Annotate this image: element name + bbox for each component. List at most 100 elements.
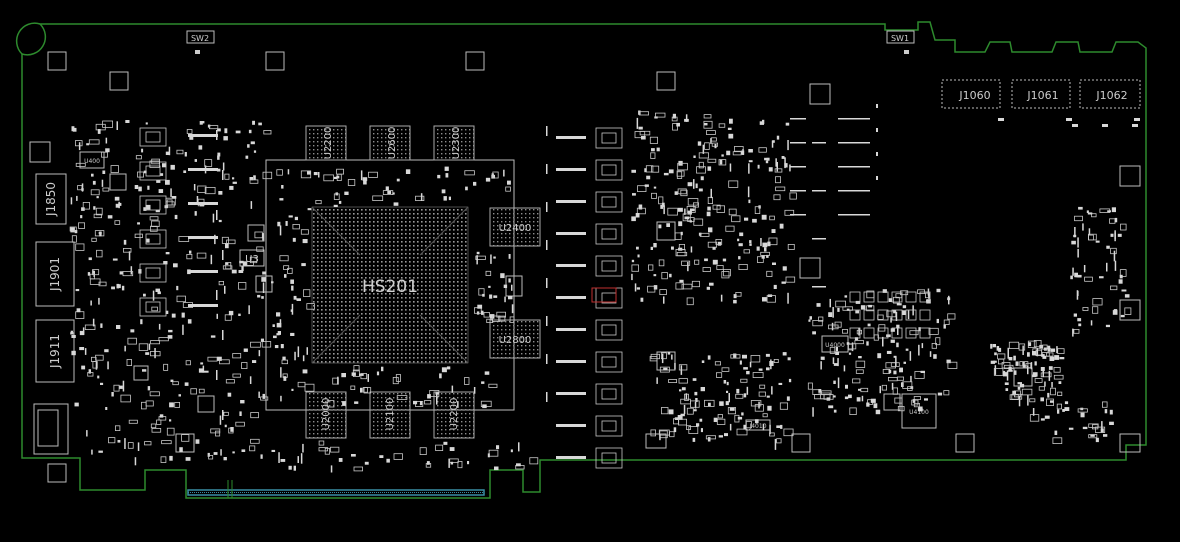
smd-part xyxy=(249,177,253,181)
smd-part xyxy=(743,393,747,398)
smd-part xyxy=(1013,370,1017,375)
smd-part xyxy=(392,376,399,385)
smd-part xyxy=(134,185,139,189)
smd-part xyxy=(225,243,229,249)
smd-part xyxy=(886,350,892,354)
smd-part xyxy=(344,191,349,195)
smd-part xyxy=(225,262,229,265)
smd-part xyxy=(143,293,146,297)
smd-part xyxy=(595,319,623,341)
smd-part xyxy=(482,293,485,297)
memory-top-label-3: U2300 xyxy=(451,127,462,160)
smd-part xyxy=(1134,118,1140,121)
smd-part xyxy=(1029,414,1040,422)
smd-part xyxy=(194,159,197,162)
smd-part xyxy=(601,132,617,144)
smd-part xyxy=(855,369,864,374)
smd-part xyxy=(122,271,134,277)
smd-part xyxy=(919,309,931,321)
smd-part xyxy=(595,255,623,277)
smd-part xyxy=(79,347,85,351)
smd-part xyxy=(69,226,77,232)
smd-part xyxy=(894,397,903,404)
smd-part xyxy=(638,126,643,130)
smd-part xyxy=(890,339,895,343)
smd-part xyxy=(104,349,109,353)
smd-part xyxy=(137,222,140,225)
smd-part xyxy=(678,247,683,251)
smd-part xyxy=(546,202,548,212)
smd-part xyxy=(1082,307,1089,311)
smd-part xyxy=(640,297,644,302)
smd-part xyxy=(1075,275,1081,278)
smd-part xyxy=(773,358,779,363)
smd-part xyxy=(690,246,693,253)
smd-part xyxy=(124,345,126,352)
smd-part xyxy=(1120,314,1125,318)
smd-part xyxy=(812,142,826,144)
smd-part xyxy=(650,152,656,159)
smd-part xyxy=(217,152,221,157)
smd-part xyxy=(189,137,194,140)
smd-part xyxy=(655,112,666,118)
smd-part xyxy=(912,399,916,403)
smd-part xyxy=(188,236,218,239)
smd-part xyxy=(844,396,849,400)
smd-part xyxy=(336,175,340,179)
smd-part xyxy=(165,252,170,255)
smd-part xyxy=(947,297,951,301)
smd-part xyxy=(1062,409,1065,412)
smd-part xyxy=(149,225,158,232)
smd-part xyxy=(766,367,770,371)
output-connector-label-3: J1062 xyxy=(1095,89,1127,102)
smd-part xyxy=(145,233,161,245)
smd-part xyxy=(145,199,161,211)
smd-part xyxy=(77,185,83,191)
smd-part xyxy=(1040,418,1045,421)
smd-part xyxy=(413,400,418,405)
smd-part xyxy=(1073,234,1077,238)
smd-part xyxy=(1088,233,1097,241)
smd-part xyxy=(681,260,691,266)
smd-part xyxy=(729,118,733,124)
smd-part xyxy=(280,344,284,349)
smd-part xyxy=(207,356,218,362)
smd-part xyxy=(99,231,102,237)
smd-part xyxy=(174,401,180,408)
smd-part xyxy=(79,330,85,336)
smd-part xyxy=(241,449,246,452)
smd-part xyxy=(736,428,748,436)
corner-notch-icon xyxy=(15,22,41,55)
smd-part xyxy=(166,427,175,436)
smd-part xyxy=(1124,294,1130,298)
smd-part xyxy=(457,460,463,469)
smd-part xyxy=(729,407,735,411)
smd-part xyxy=(92,269,100,276)
smd-part xyxy=(70,227,75,233)
smd-part xyxy=(762,413,768,418)
smd-part xyxy=(1018,343,1026,351)
smd-part xyxy=(80,215,83,219)
smd-part xyxy=(828,312,833,317)
smd-part xyxy=(710,188,712,199)
smd-part xyxy=(181,434,190,442)
smd-part xyxy=(749,361,752,368)
smd-part xyxy=(139,229,167,249)
smd-part xyxy=(890,317,892,323)
smd-part xyxy=(301,263,306,267)
smd-part xyxy=(504,296,506,303)
smd-part xyxy=(1006,370,1009,381)
smd-part xyxy=(892,387,898,395)
smd-part xyxy=(891,309,903,321)
smd-part xyxy=(905,291,917,303)
smd-part xyxy=(291,388,294,391)
smd-part xyxy=(415,195,425,201)
smd-part xyxy=(1110,285,1118,291)
smd-part xyxy=(168,329,173,333)
smd-part xyxy=(72,127,77,132)
output-connector-label-1: J1060 xyxy=(958,89,990,102)
smd-part xyxy=(292,237,296,242)
smd-part xyxy=(165,179,170,185)
smd-part xyxy=(601,164,617,176)
smd-part xyxy=(271,449,276,452)
